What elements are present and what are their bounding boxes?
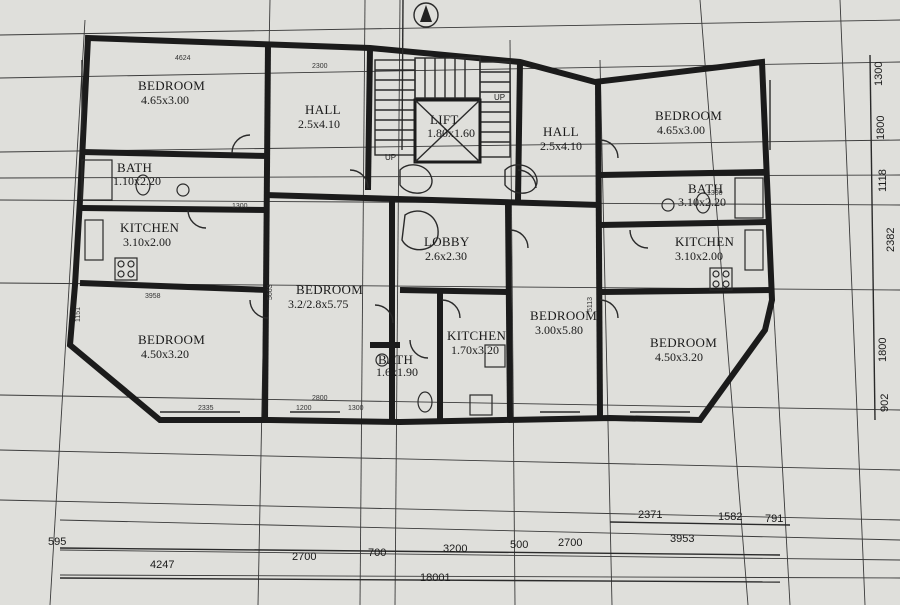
room-dims-lobby: 2.6x2.30 xyxy=(425,249,467,263)
dim-bottom-d4: 700 xyxy=(368,547,386,559)
dim-bottom-d1: 595 xyxy=(48,536,66,548)
room-dims-kitchen-r: 3.10x2.00 xyxy=(675,249,723,263)
dim-br-b: 1582 xyxy=(718,511,742,523)
outer-walls xyxy=(66,34,776,426)
room-dims-bath-l: 1.10x2.20 xyxy=(113,174,161,188)
room-dims-kitchen-c: 1.70x3.20 xyxy=(451,343,499,357)
dim-right-r2: 1800 xyxy=(875,116,887,140)
bottom-right-dimensions: 2371 1582 791 xyxy=(609,509,791,526)
room-name-bedroom-br: BEDROOM xyxy=(650,335,717,350)
dim-i5: 5663 xyxy=(267,284,274,300)
room-name-bedroom-tl: BEDROOM xyxy=(138,78,205,93)
dim-i8: 1300 xyxy=(348,405,364,412)
dim-i7: 2800 xyxy=(312,395,328,402)
dim-br-c: 791 xyxy=(765,513,783,525)
room-name-hall-l: HALL xyxy=(305,102,341,117)
stair-up-label-left: UP xyxy=(385,153,396,162)
room-dims-hall-r: 2.5x4.10 xyxy=(540,139,582,153)
dim-i11: 1151 xyxy=(75,307,82,322)
room-name-kitchen-r: KITCHEN xyxy=(675,234,734,249)
dim-i4: 3958 xyxy=(145,293,161,300)
dim-right-r3: 1118 xyxy=(877,169,889,192)
room-dims-bath-r: 3.10x2.20 xyxy=(678,195,726,209)
windows xyxy=(81,60,771,413)
dim-bottom-d5: 3200 xyxy=(443,543,467,555)
room-dims-lift: 1.80x1.60 xyxy=(427,126,475,140)
room-name-bath-r: BATH xyxy=(688,181,723,196)
room-name-kitchen-l: KITCHEN xyxy=(120,220,179,235)
north-arrow-icon xyxy=(413,2,439,28)
dim-i12: 1300 xyxy=(707,190,723,197)
fixtures xyxy=(81,159,764,416)
dim-i9: 1200 xyxy=(296,405,312,412)
dim-i2: 2300 xyxy=(312,63,328,70)
room-dims-bedroom-ml: 3.2/2.8x5.75 xyxy=(288,297,348,311)
room-name-bedroom-tr: BEDROOM xyxy=(655,108,722,123)
room-dims-bedroom-br: 4.50x3.20 xyxy=(655,350,703,364)
room-name-lift: LIFT xyxy=(430,112,459,127)
interior-walls xyxy=(79,43,773,422)
room-name-bath-c: BATH xyxy=(378,352,413,367)
dim-right-r6: 902 xyxy=(879,394,891,412)
room-name-bedroom-mr: BEDROOM xyxy=(530,308,597,323)
dim-i6: 2335 xyxy=(198,405,214,412)
dim-right-r1: 1300 xyxy=(873,62,885,86)
interior-dimensions: 4624 2300 1300 3958 5663 2335 2800 1300 … xyxy=(75,55,723,412)
dim-bottom-d2: 4247 xyxy=(150,559,174,571)
room-name-hall-r: HALL xyxy=(543,124,579,139)
room-dims-bath-c: 1.6x1.90 xyxy=(376,365,418,379)
room-labels: BEDROOM 4.65x3.00 HALL 2.5x4.10 LIFT 1.8… xyxy=(113,78,734,379)
room-name-bedroom-bl: BEDROOM xyxy=(138,332,205,347)
door-swings xyxy=(187,134,649,359)
right-dimensions: 1300 1800 1118 2382 1800 902 xyxy=(869,54,897,421)
room-name-lobby: LOBBY xyxy=(424,234,470,249)
dim-i10: 5113 xyxy=(587,297,594,312)
room-name-bath-l: BATH xyxy=(117,160,152,175)
room-dims-bedroom-mr: 3.00x5.80 xyxy=(535,323,583,337)
dim-i3: 1300 xyxy=(232,203,248,210)
dim-bottom-d8: 3953 xyxy=(670,533,694,545)
dim-i1: 4624 xyxy=(175,55,191,62)
room-name-kitchen-c: KITCHEN xyxy=(447,328,506,343)
dim-right-r5: 1800 xyxy=(877,338,889,362)
dim-bottom-total: 18001 xyxy=(420,572,451,584)
stair-up-label-right: UP xyxy=(494,93,505,102)
dim-right-r4: 2382 xyxy=(885,228,897,252)
room-name-bedroom-ml: BEDROOM xyxy=(296,282,363,297)
dim-bottom-d3: 2700 xyxy=(292,551,316,563)
dim-br-a: 2371 xyxy=(638,509,662,521)
dim-bottom-d7: 2700 xyxy=(558,537,582,549)
dim-bottom-d6: 500 xyxy=(510,539,528,551)
room-dims-bedroom-tl: 4.65x3.00 xyxy=(141,93,189,107)
room-dims-hall-l: 2.5x4.10 xyxy=(298,117,340,131)
room-dims-bedroom-tr: 4.65x3.00 xyxy=(657,123,705,137)
room-dims-kitchen-l: 3.10x2.00 xyxy=(123,235,171,249)
room-dims-bedroom-bl: 4.50x3.20 xyxy=(141,347,189,361)
lift-shaft xyxy=(413,98,482,164)
bottom-dimensions: 595 4247 2700 700 3200 500 2700 3953 180… xyxy=(48,533,781,584)
